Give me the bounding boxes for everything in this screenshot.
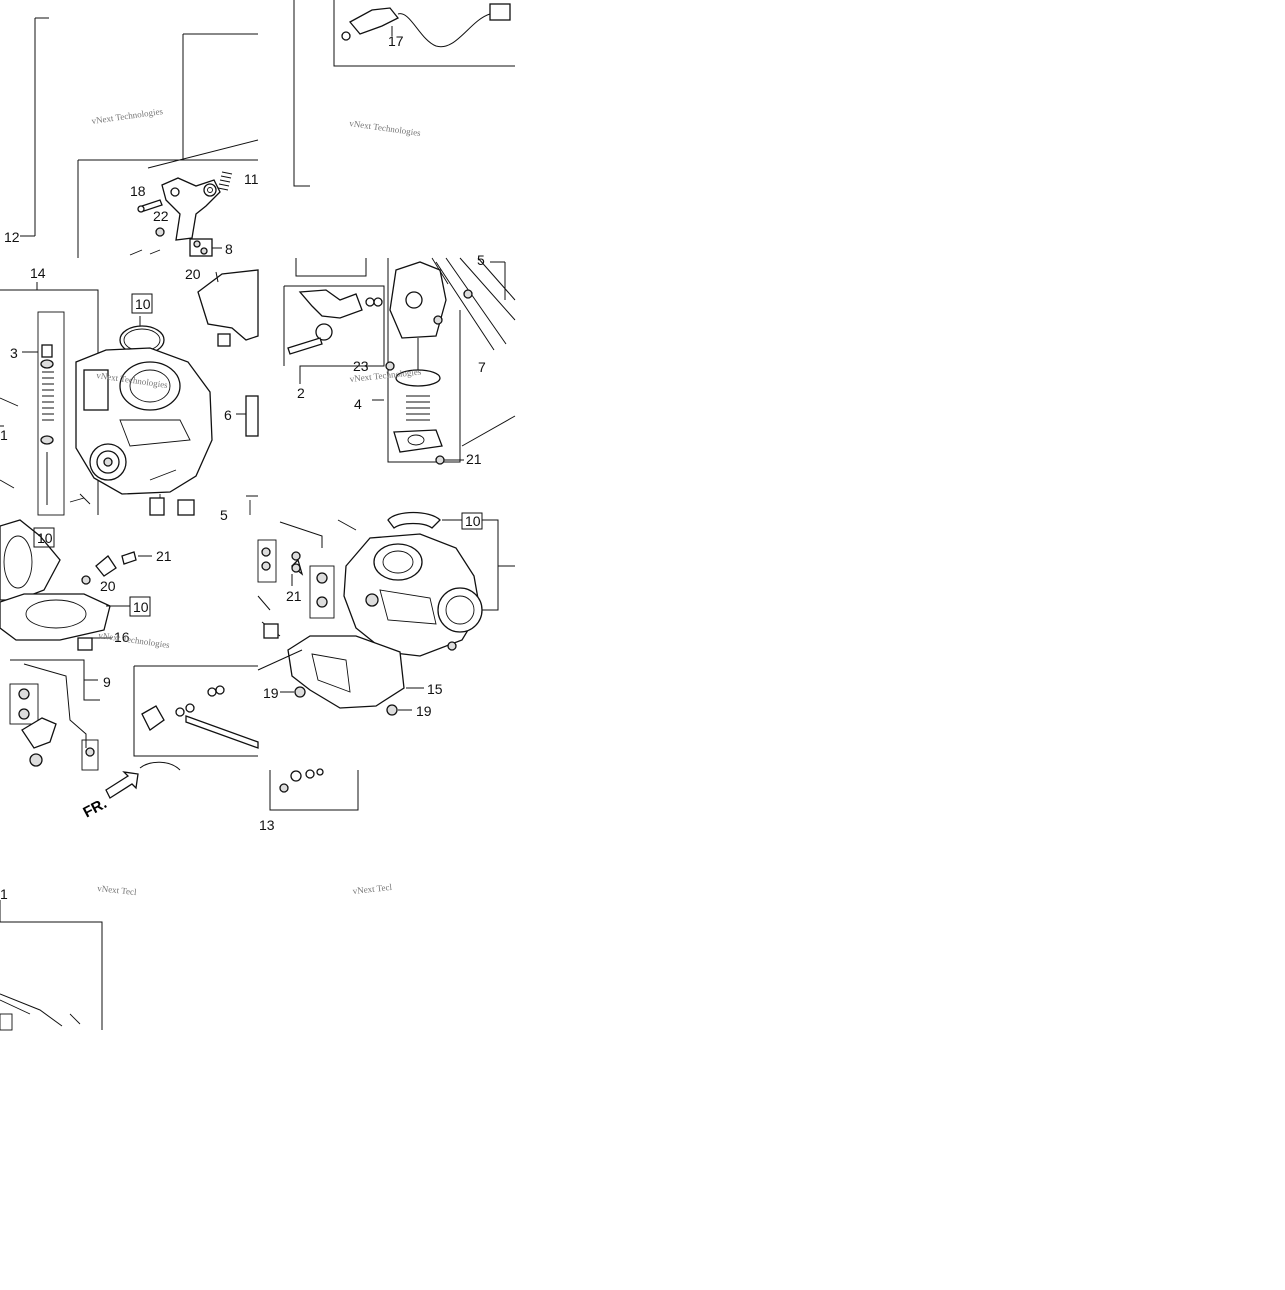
- callout-17: 17: [388, 33, 404, 49]
- watermark: vNext Technologies: [98, 630, 171, 650]
- callout-15: 15: [427, 681, 443, 697]
- callout-23: 23: [353, 358, 369, 374]
- tile-upper-left: [20, 17, 259, 258]
- callout-6: 6: [224, 407, 232, 423]
- callout-21: 21: [286, 588, 302, 604]
- watermark: vNext Technologies: [91, 106, 164, 126]
- callout-1: 1: [0, 427, 8, 443]
- callout-13: 13: [259, 817, 275, 833]
- callout-11: 11: [244, 171, 259, 187]
- callout-5: 5: [477, 252, 485, 268]
- front-direction-label: FR.: [80, 795, 109, 821]
- boxed-callout-10: 10: [133, 599, 149, 615]
- callout-5: 5: [220, 507, 228, 523]
- boxed-callout-10: 10: [37, 530, 53, 546]
- callout-18: 18: [130, 183, 146, 199]
- tile-lower-right: [257, 511, 515, 716]
- callout-19: 19: [263, 685, 279, 701]
- callout-3: 3: [10, 345, 18, 361]
- callout-1: 1: [0, 886, 8, 902]
- callout-2: 2: [297, 385, 305, 401]
- tile-upper-right: [293, 0, 515, 187]
- tile-middle-left: [0, 269, 259, 516]
- callout-16: 16: [114, 629, 130, 645]
- watermarks: vNext Technologies vNext Technologies vN…: [91, 106, 422, 897]
- callout-7: 7: [478, 359, 486, 375]
- callout-22: 22: [153, 208, 169, 224]
- boxed-callouts: 10 10 10 10: [33, 293, 483, 617]
- callout-21: 21: [156, 548, 172, 564]
- tile-lower-left: [0, 519, 259, 799]
- callout-20: 20: [100, 578, 116, 594]
- callout-4: 4: [354, 396, 362, 412]
- tile-middle-right: [283, 257, 516, 465]
- watermark: vNext Technologies: [349, 118, 422, 138]
- callout-14: 14: [30, 265, 46, 281]
- callout-20: 20: [185, 266, 201, 282]
- callout-19: 19: [416, 703, 432, 719]
- callout-labels: 17 11 18 22 12 8 14 20 3 6 1 5 2 23 4 7 …: [0, 33, 486, 902]
- tile-bottom: [0, 768, 359, 1031]
- boxed-callout-10: 10: [465, 513, 481, 529]
- callout-12: 12: [4, 229, 20, 245]
- watermark: vNext Tecl: [97, 883, 138, 897]
- callout-21: 21: [466, 451, 482, 467]
- watermark: vNext Tecl: [352, 882, 393, 896]
- boxed-callout-10: 10: [135, 296, 151, 312]
- callout-8: 8: [225, 241, 233, 257]
- callout-9: 9: [103, 674, 111, 690]
